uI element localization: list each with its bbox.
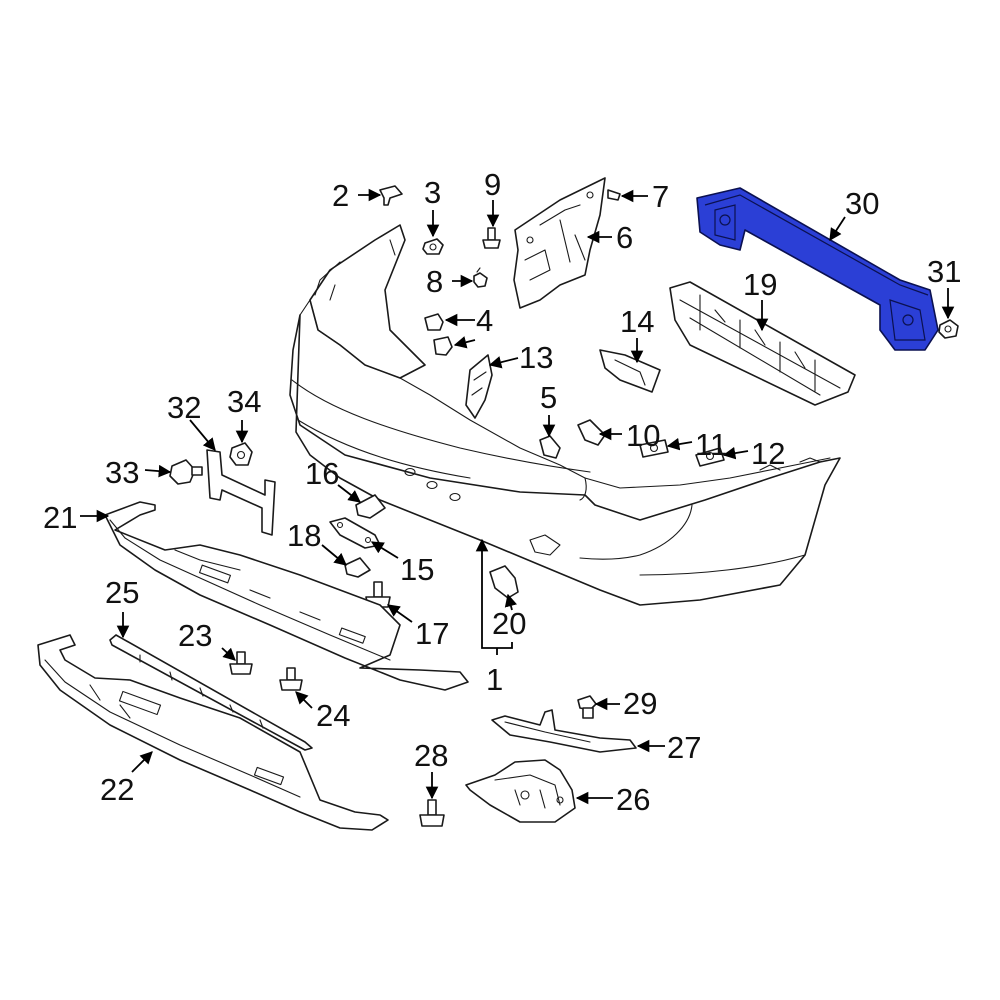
callout-30: 30	[845, 186, 879, 221]
callout-17: 17	[415, 616, 449, 651]
bumper-cover[interactable]	[289, 224, 841, 606]
part-25-strip[interactable]	[109, 634, 313, 751]
callout-26: 26	[616, 782, 650, 817]
part-13-bracket[interactable]	[465, 354, 493, 419]
callout-14: 14	[620, 304, 654, 339]
part-8-clip[interactable]	[473, 267, 488, 288]
leader-15	[370, 541, 399, 559]
part-12-sensor-holder[interactable]	[695, 447, 725, 467]
callout-32: 32	[167, 390, 201, 425]
leader-30	[829, 216, 846, 242]
leader-13	[488, 356, 519, 369]
callout-29: 29	[623, 686, 657, 721]
leader-33	[144, 464, 172, 478]
leader-24	[295, 691, 313, 709]
part-3-nut[interactable]	[422, 238, 444, 255]
callout-15: 15	[400, 552, 434, 587]
callout-24: 24	[316, 698, 350, 733]
part-2-retainer[interactable]	[379, 185, 403, 206]
leader-20	[504, 593, 518, 611]
callout-9: 9	[484, 167, 501, 202]
leader-12	[722, 446, 749, 460]
leader-17	[386, 604, 413, 623]
callout-5: 5	[540, 380, 557, 415]
callout-12: 12	[751, 436, 785, 471]
leader-11	[666, 437, 693, 451]
callout-22: 22	[100, 772, 134, 807]
callout-20: 20	[492, 606, 526, 641]
part-30-reinforcement-bar[interactable]	[696, 187, 939, 351]
part-31-nut[interactable]	[938, 319, 959, 339]
leader-lines	[80, 188, 955, 805]
part-9-bolt[interactable]	[482, 227, 501, 249]
part-15-bracket[interactable]	[329, 517, 381, 549]
leader-4b	[453, 336, 476, 349]
part-4-push-pin[interactable]	[424, 313, 453, 356]
callout-6: 6	[616, 220, 633, 255]
callout-11: 11	[695, 427, 727, 462]
callout-19: 19	[743, 267, 777, 302]
part-20-cover[interactable]	[489, 565, 519, 599]
leader-1-bracket	[481, 642, 513, 649]
part-24-bolt[interactable]	[279, 667, 303, 691]
part-5-bracket[interactable]	[539, 435, 561, 459]
callout-31: 31	[927, 254, 961, 289]
part-16-bracket[interactable]	[355, 494, 386, 519]
callout-23: 23	[178, 618, 212, 653]
callout-labels: 2 3 9 8 4 6 7 13 5 10 11 12 14 19 30 31 …	[43, 167, 961, 817]
part-14-bracket[interactable]	[599, 349, 661, 393]
leader-32	[189, 419, 216, 451]
part-22-lower-valance[interactable]	[37, 634, 389, 831]
callout-21: 21	[43, 500, 77, 535]
part-27-bracket[interactable]	[491, 709, 637, 753]
callout-34: 34	[227, 384, 261, 419]
part-23-bolt[interactable]	[229, 651, 253, 675]
leader-23	[221, 647, 236, 661]
part-28-bolt[interactable]	[419, 799, 445, 827]
callout-7: 7	[652, 179, 669, 214]
leader-18	[321, 544, 347, 566]
part-34-nut[interactable]	[229, 442, 253, 466]
callout-28: 28	[414, 738, 448, 773]
part-32-bracket[interactable]	[206, 449, 276, 536]
callout-10: 10	[626, 418, 660, 453]
part-10-bracket[interactable]	[577, 419, 606, 446]
part-6-bracket[interactable]	[513, 177, 606, 309]
leader-22	[131, 751, 153, 773]
callout-33: 33	[105, 455, 139, 490]
callout-18: 18	[287, 518, 321, 553]
callout-8: 8	[426, 264, 443, 299]
callout-25: 25	[105, 575, 139, 610]
callout-1: 1	[486, 662, 503, 697]
callout-27: 27	[667, 730, 701, 765]
part-33-bolt[interactable]	[169, 459, 203, 485]
part-18-bracket[interactable]	[344, 557, 371, 578]
part-11-sensor-holder[interactable]	[639, 439, 669, 458]
callout-4: 4	[476, 303, 493, 338]
callout-2: 2	[332, 178, 349, 213]
callout-13: 13	[519, 340, 553, 375]
part-7-clip[interactable]	[607, 189, 621, 201]
callout-16: 16	[305, 456, 339, 491]
callout-3: 3	[424, 175, 441, 210]
part-19-energy-absorber[interactable]	[669, 281, 856, 406]
leader-16	[337, 484, 361, 503]
part-21-valance[interactable]	[104, 501, 469, 691]
part-26-bracket[interactable]	[465, 759, 576, 823]
part-29-bolt[interactable]	[577, 695, 597, 719]
